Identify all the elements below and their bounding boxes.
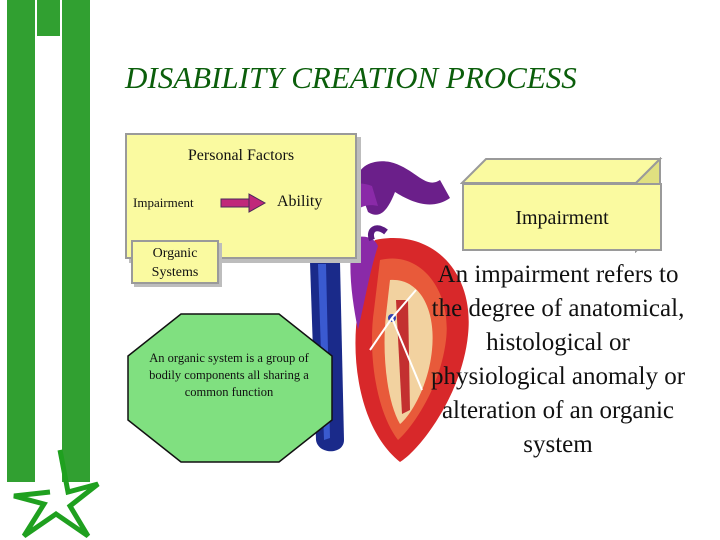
sidebar-stripe-right	[62, 0, 90, 482]
personal-factors-box: Personal Factors Impairment Ability	[125, 133, 357, 259]
definition-octagon	[127, 313, 333, 463]
ability-label: Ability	[277, 193, 323, 210]
organic-systems-box: Organic Systems	[131, 240, 219, 284]
organic-system-definition: An organic system is a group of bodily c…	[149, 351, 309, 399]
star-outline-icon	[13, 449, 100, 539]
slide-title: DISABILITY CREATION PROCESS	[125, 60, 577, 95]
personal-factors-label: Personal Factors	[187, 147, 295, 164]
arrow-right-icon	[220, 193, 267, 213]
sidebar-stripe-left	[7, 0, 35, 482]
impairment-small-label: Impairment	[133, 195, 194, 210]
sidebar-block-top	[37, 0, 60, 36]
impairment-box: Impairment	[462, 183, 662, 251]
impairment-definition: An impairment refers to the degree of an…	[430, 261, 686, 458]
